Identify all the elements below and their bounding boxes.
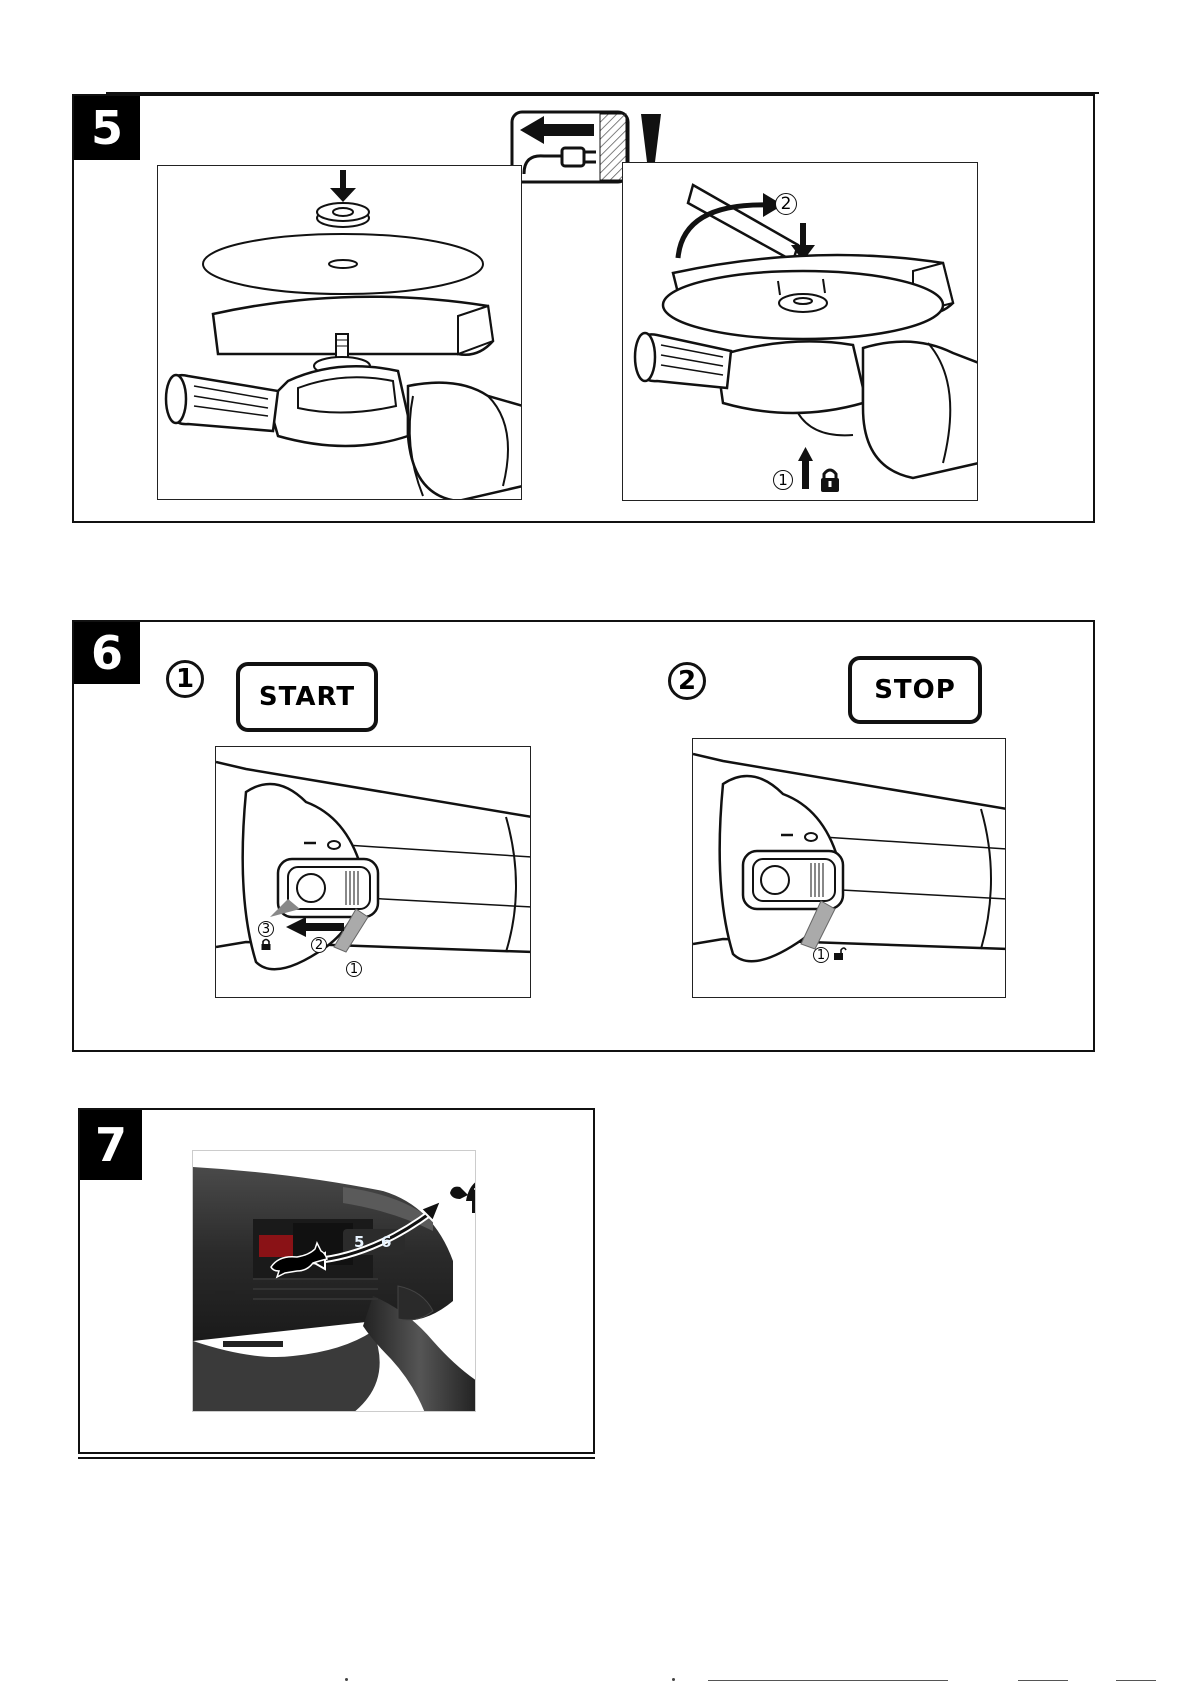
speed-value-6: 6 <box>381 1233 391 1251</box>
step-callout-1: 1 <box>813 947 829 963</box>
footer-rule <box>1116 1680 1156 1681</box>
figure-7-bottom-rule <box>78 1457 595 1459</box>
stop-label-box: STOP <box>848 656 982 724</box>
step-callout-1: 1 <box>773 470 793 490</box>
switch-release-illustration <box>693 739 1006 998</box>
footer-mark <box>672 1678 675 1681</box>
figure-5-right-panel: 2 1 <box>622 162 978 501</box>
start-switch-panel: 3 2 1 <box>215 746 531 998</box>
footer-mark <box>345 1678 348 1681</box>
step-number-2: 2 <box>668 662 706 700</box>
figure-number-badge: 6 <box>74 622 140 684</box>
figure-5-left-panel <box>157 165 522 500</box>
figure-number-badge: 5 <box>74 96 140 160</box>
hare-icon <box>267 1243 329 1277</box>
step-callout-2: 2 <box>775 193 797 215</box>
grinder-mount-disc-illustration <box>158 166 522 500</box>
grinder-speed-dial-photo <box>193 1151 476 1412</box>
unplug-warning-icon <box>510 110 630 184</box>
start-label-box: START <box>236 662 378 732</box>
step-callout-3: 3 <box>258 921 274 937</box>
stop-switch-panel: 1 <box>692 738 1006 998</box>
unlock-icon <box>833 946 847 960</box>
speed-value-5: 5 <box>354 1233 364 1251</box>
footer-rule <box>708 1680 948 1681</box>
figure-number-badge: 7 <box>80 1110 142 1180</box>
switch-slide-forward-illustration <box>216 747 531 998</box>
lock-icon <box>819 467 841 493</box>
footer-rule <box>1018 1680 1068 1681</box>
spanner-tighten-illustration <box>623 163 978 501</box>
speed-dial-photo: 5 6 <box>192 1150 476 1412</box>
step-callout-2: 2 <box>311 937 327 953</box>
lock-icon <box>260 938 272 950</box>
step-number-1: 1 <box>166 660 204 698</box>
tortoise-icon <box>448 1171 476 1219</box>
step-callout-1: 1 <box>346 961 362 977</box>
